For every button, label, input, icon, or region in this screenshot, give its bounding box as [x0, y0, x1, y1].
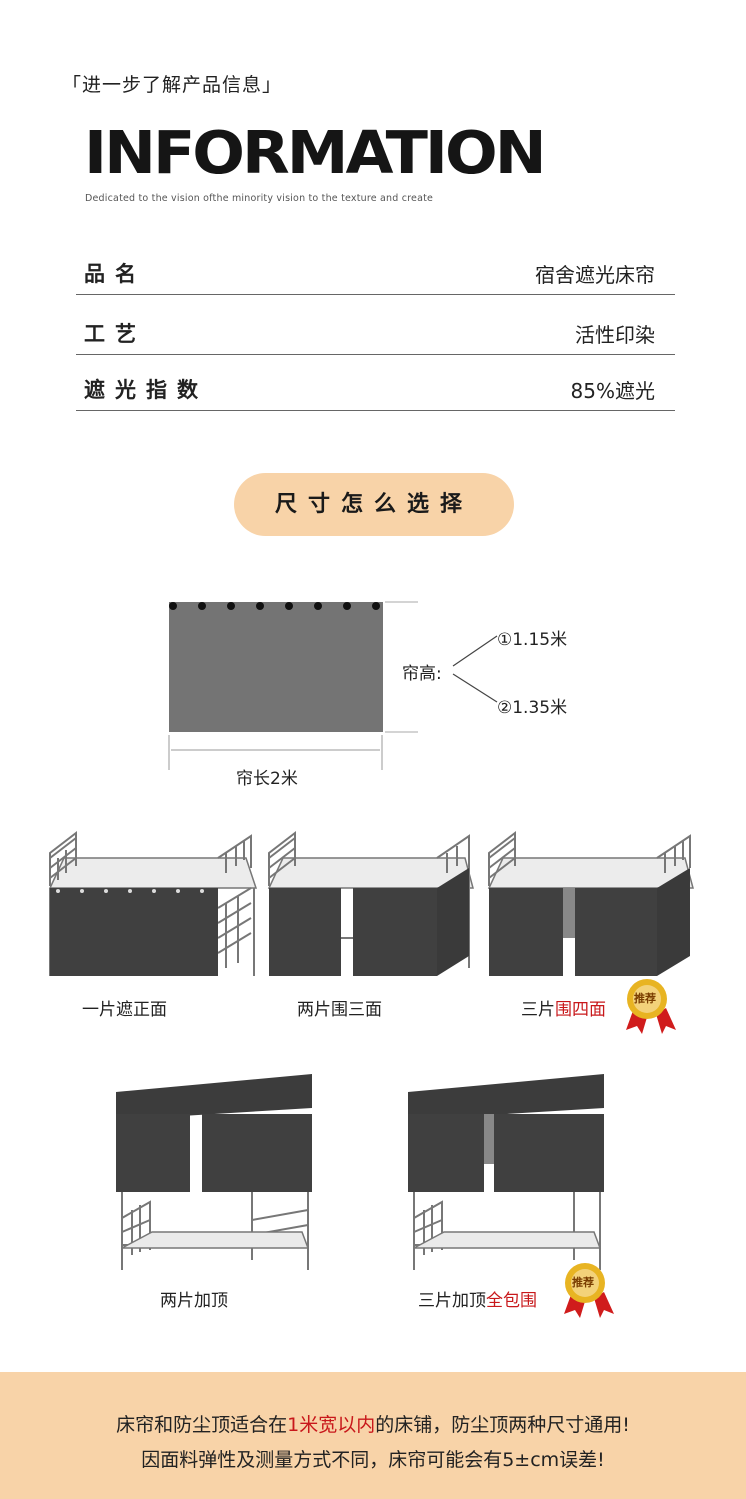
option-three-top-image: [408, 1074, 604, 1270]
option-label: 两片加顶: [160, 1291, 228, 1311]
info-row-name: 品名 宿舍遮光床帘: [76, 254, 675, 295]
option-one-panel-image: [48, 830, 258, 976]
size-guide-label: 尺寸怎么选择: [274, 492, 473, 517]
footer-line-2: 因面料弹性及测量方式不同，床帘可能会有5±cm误差!: [141, 1449, 605, 1471]
recommend-badge: [626, 979, 676, 1034]
option-two-panel-image: [267, 830, 474, 976]
info-row-craft: 工艺 活性印染: [76, 314, 675, 355]
recommend-badge-text: 推荐: [634, 992, 656, 1005]
recommend-badge: [564, 1263, 614, 1318]
page-subtitle: Dedicated to the vision ofthe minority v…: [85, 193, 434, 204]
option-label: 三片加顶全包围: [418, 1291, 537, 1311]
curtain-rings: [169, 602, 380, 610]
info-value: 宿舍遮光床帘: [535, 263, 655, 287]
height-option-2: ②1.35米: [497, 698, 568, 718]
footer-line-1: 床帘和防尘顶适合在1米宽以内的床铺，防尘顶两种尺寸通用!: [116, 1414, 630, 1436]
option-three-panel-image: [487, 830, 694, 976]
info-row-shading: 遮光指数 85%遮光: [76, 370, 675, 411]
info-key: 工艺: [84, 322, 146, 346]
option-label: 一片遮正面: [82, 1000, 167, 1020]
info-value: 活性印染: [575, 323, 655, 347]
option-label: 三片围四面: [521, 1000, 606, 1020]
width-label: 帘长2米: [236, 769, 298, 789]
footer-notice: 床帘和防尘顶适合在1米宽以内的床铺，防尘顶两种尺寸通用! 因面料弹性及测量方式不…: [0, 1372, 746, 1499]
info-key: 遮光指数: [84, 378, 208, 402]
option-label: 两片围三面: [297, 1000, 382, 1020]
info-key: 品名: [84, 262, 146, 286]
intro-text: 「进一步了解产品信息」: [62, 74, 283, 96]
page-title: INFORMATION: [84, 118, 547, 188]
height-option-1: ①1.15米: [497, 630, 568, 650]
curtain-panel: [169, 602, 383, 732]
info-value: 85%遮光: [570, 379, 655, 403]
option-two-top-image: [116, 1074, 312, 1270]
height-label: 帘高:: [402, 664, 442, 684]
recommend-badge-text: 推荐: [572, 1276, 594, 1289]
dimension-diagram: [168, 601, 498, 770]
size-guide-button[interactable]: 尺寸怎么选择: [234, 473, 514, 536]
